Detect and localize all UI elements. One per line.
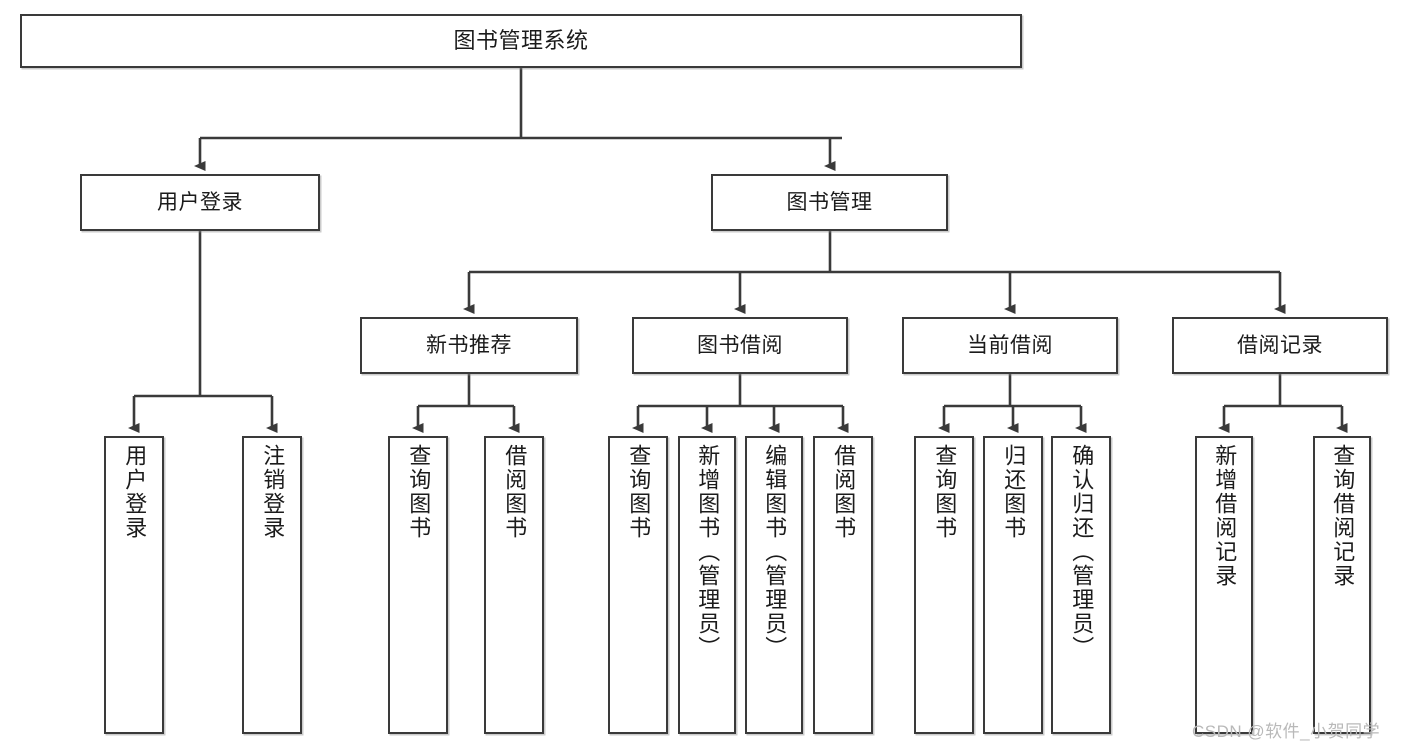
node-book-management[interactable]: 图书管理 — [711, 174, 948, 231]
leaf-node-label: 借阅图书 — [502, 444, 528, 540]
leaf-node-label: 归还图书 — [1001, 444, 1027, 540]
leaf-node[interactable]: 编辑图书（管理员） — [745, 436, 803, 734]
node-book-borrow-label: 图书借阅 — [697, 333, 783, 357]
node-user-login-label: 用户登录 — [157, 190, 243, 214]
node-book-management-label: 图书管理 — [786, 190, 873, 214]
leaf-node[interactable]: 归还图书 — [983, 436, 1043, 734]
node-root[interactable]: 图书管理系统 — [20, 14, 1022, 68]
leaf-node[interactable]: 查询借阅记录 — [1313, 436, 1371, 734]
node-book-borrow[interactable]: 图书借阅 — [632, 317, 848, 374]
node-borrow-record-label: 借阅记录 — [1237, 333, 1323, 357]
node-current-borrow-label: 当前借阅 — [967, 333, 1053, 357]
leaf-node-label: 用户登录 — [122, 444, 148, 540]
node-borrow-record[interactable]: 借阅记录 — [1172, 317, 1388, 374]
leaf-node-label: 注销登录 — [260, 444, 286, 540]
node-new-book-recommend[interactable]: 新书推荐 — [360, 317, 578, 374]
node-root-label: 图书管理系统 — [453, 27, 589, 53]
leaf-node[interactable]: 查询图书 — [388, 436, 448, 734]
leaf-node-label: 查询图书 — [626, 444, 652, 540]
leaf-node[interactable]: 用户登录 — [104, 436, 164, 734]
node-current-borrow[interactable]: 当前借阅 — [902, 317, 1118, 374]
leaf-node-label: 借阅图书 — [831, 444, 857, 540]
leaf-node[interactable]: 借阅图书 — [813, 436, 873, 734]
leaf-node[interactable]: 查询图书 — [608, 436, 668, 734]
node-user-login[interactable]: 用户登录 — [80, 174, 320, 231]
leaf-node-label: 编辑图书（管理员） — [762, 444, 788, 660]
leaf-node-label: 查询图书 — [932, 444, 958, 540]
leaf-node[interactable]: 新增图书（管理员） — [678, 436, 736, 734]
leaf-node-label: 查询图书 — [406, 444, 432, 540]
leaf-node-label: 确认归还（管理员） — [1069, 444, 1095, 660]
leaf-node-label: 新增图书（管理员） — [695, 444, 721, 660]
leaf-node[interactable]: 查询图书 — [914, 436, 974, 734]
leaf-node-label: 查询借阅记录 — [1330, 444, 1356, 588]
node-new-book-recommend-label: 新书推荐 — [426, 333, 512, 357]
leaf-node[interactable]: 借阅图书 — [484, 436, 544, 734]
leaf-node-label: 新增借阅记录 — [1212, 444, 1238, 588]
leaf-node[interactable]: 确认归还（管理员） — [1051, 436, 1111, 734]
leaf-node[interactable]: 新增借阅记录 — [1195, 436, 1253, 734]
csdn-watermark: CSDN @软件_小贺同学 — [1192, 722, 1381, 741]
leaf-node[interactable]: 注销登录 — [242, 436, 302, 734]
